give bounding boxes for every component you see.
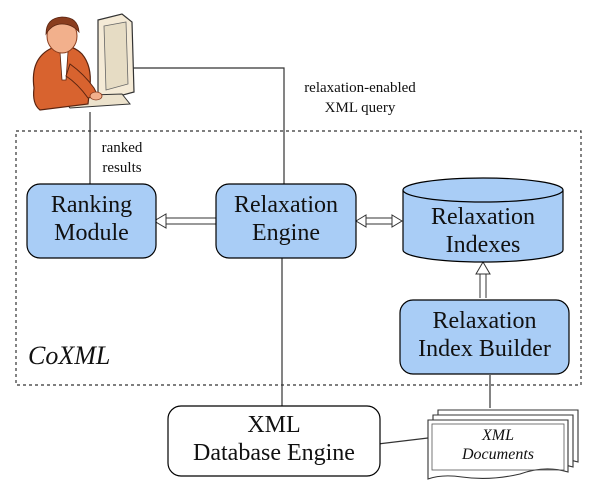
index-builder-box	[399, 299, 570, 375]
ranking-module-label: Ranking Module	[27, 191, 156, 248]
coxml-system-boundary	[15, 130, 582, 386]
results-label-line2: results	[102, 160, 142, 177]
relaxation-engine-label: Relaxation Engine	[216, 191, 356, 248]
xml-documents-label: XML Documents	[432, 426, 564, 464]
relaxation-engine-line1: Relaxation	[234, 192, 338, 218]
relaxation-indexes-line1: Relaxation	[431, 204, 535, 230]
index-builder-line1: Relaxation	[432, 308, 537, 334]
ranking-module-box	[26, 183, 157, 259]
relaxation-engine-line2: Engine	[252, 220, 320, 247]
relaxation-engine-box	[215, 183, 357, 259]
xml-database-engine-line1: XML	[247, 412, 301, 438]
xml-database-engine-label: XML Database Engine	[168, 411, 380, 468]
builder-indexes-arrow	[475, 261, 491, 298]
relaxation-indexes-cylinder	[402, 177, 564, 263]
document-stack-icon	[427, 409, 579, 480]
xml-database-engine-box	[167, 405, 381, 477]
index-builder-line2: Index Builder	[418, 336, 551, 363]
system-label: CoXML	[28, 341, 111, 370]
engine-ranking-arrow	[153, 213, 218, 229]
ranking-module-line2: Module	[54, 220, 129, 247]
index-builder-label: Relaxation Index Builder	[400, 307, 569, 364]
person-at-computer-icon	[32, 13, 135, 111]
query-label-line1: relaxation-enabled	[304, 80, 416, 96]
results-label-line1: ranked	[101, 140, 143, 156]
query-label-line2: XML query	[324, 100, 396, 117]
xml-documents-line2: Documents	[462, 446, 534, 464]
query-label: relaxation-enabled XML query	[290, 78, 430, 119]
query-connector	[128, 67, 285, 184]
connectors	[89, 67, 491, 445]
results-label: ranked results	[94, 138, 150, 179]
relaxation-indexes-label: Relaxation Indexes	[403, 203, 563, 260]
database-to-documents-connector	[377, 437, 429, 445]
ranking-module-line1: Ranking	[50, 192, 133, 218]
engine-indexes-arrow	[355, 214, 403, 228]
relaxation-indexes-line2: Indexes	[445, 232, 521, 259]
xml-documents-line1: XML	[482, 427, 514, 444]
xml-database-engine-line2: Database Engine	[193, 440, 355, 467]
